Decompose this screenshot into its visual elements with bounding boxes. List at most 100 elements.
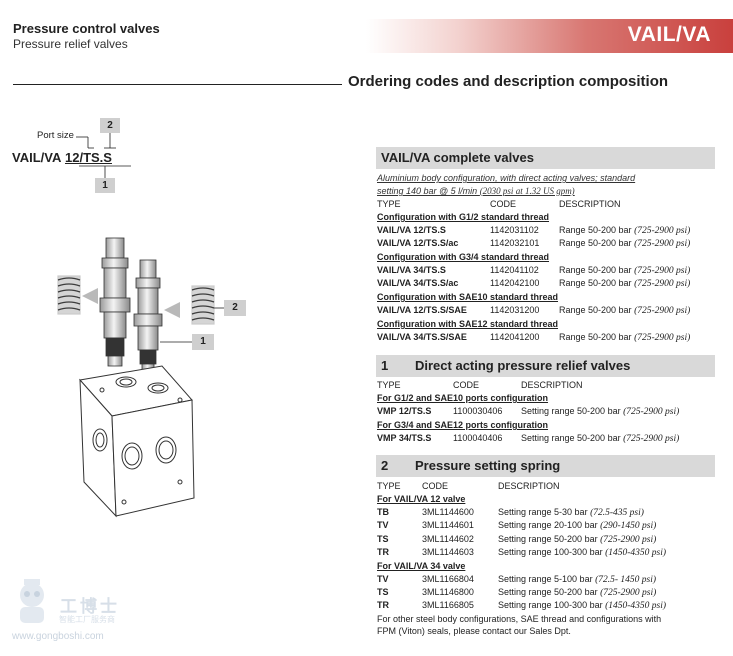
valve-body-block bbox=[79, 365, 195, 518]
row-code: 3ML1166804 bbox=[422, 574, 474, 584]
valve-cartridge-left bbox=[99, 237, 131, 367]
row-desc: Setting range 5-30 bar (72.5-435 psi) bbox=[498, 507, 644, 518]
table-row: VAIL/VA 34/TS.S bbox=[377, 265, 446, 275]
row-code: 1142041102 bbox=[490, 265, 539, 275]
page-category-subtitle: Pressure relief valves bbox=[13, 37, 128, 51]
row-desc: Setting range 50-200 bar (725-2900 psi) bbox=[498, 587, 657, 598]
group-heading: For VAIL/VA 12 valve bbox=[377, 494, 466, 504]
row-code: 1142032101 bbox=[490, 238, 540, 248]
spring-section-number: 2 bbox=[381, 458, 389, 473]
code-box-1: 1 bbox=[95, 178, 115, 193]
direct-col-code: CODE bbox=[453, 380, 480, 390]
note-setting: setting 140 bar @ 5 l/min bbox=[377, 186, 480, 196]
section-title: Ordering codes and description compositi… bbox=[348, 73, 669, 90]
row-code: 3ML1144601 bbox=[422, 520, 474, 530]
complete-col-code: CODE bbox=[490, 199, 517, 209]
row-type: TV bbox=[377, 574, 389, 584]
watermark-tagline: 智能工厂服务商 bbox=[59, 615, 115, 624]
spring-header: 2 Pressure setting spring bbox=[376, 455, 715, 477]
product-name: VAIL/VA bbox=[627, 23, 711, 46]
arrow-left-spring bbox=[82, 288, 98, 304]
ordering-code-example: VAIL/VA 12/TS.S bbox=[12, 150, 112, 165]
group-heading: For G3/4 and SAE12 ports configuration bbox=[377, 420, 549, 430]
row-desc: Range 50-200 bar (725-2900 psi) bbox=[559, 238, 691, 249]
row-type: TR bbox=[377, 600, 389, 610]
page-category-title: Pressure control valves bbox=[13, 21, 160, 36]
row-code: 3ML1144600 bbox=[422, 507, 474, 517]
direct-col-type: TYPE bbox=[377, 380, 401, 390]
group-heading: Configuration with G1/2 standard thread bbox=[377, 212, 550, 222]
row-type: TS bbox=[377, 534, 389, 544]
product-banner bbox=[366, 19, 733, 53]
row-desc: Setting range 100-300 bar (1450-4350 psi… bbox=[498, 600, 667, 611]
note-setting-us: (2030 psi at 1.32 US gpm) bbox=[479, 186, 575, 196]
row-type: VAIL/VA 12/TS.S bbox=[377, 225, 446, 235]
row-code: 3ML1166805 bbox=[422, 600, 474, 610]
contact-note-line2: FPM (Viton) seals, please contact our Sa… bbox=[377, 625, 571, 636]
code-setting: /TS.S bbox=[79, 150, 112, 165]
row-type: TS bbox=[377, 587, 389, 597]
watermark-brand: 工博士 bbox=[60, 597, 120, 617]
complete-valves-header: VAIL/VA complete valves bbox=[376, 147, 715, 169]
table-row: VAIL/VA 12/TS.S/SAE bbox=[377, 305, 467, 315]
row-type: VAIL/VA 12/TS.S/ac bbox=[377, 238, 459, 248]
spring-col-code: CODE bbox=[422, 481, 449, 491]
row-desc: Range 50-200 bar (725-2900 psi) bbox=[559, 265, 691, 276]
group-heading: For G1/2 and SAE10 ports configuration bbox=[377, 393, 549, 403]
group-heading: Configuration with G3/4 standard thread bbox=[377, 252, 550, 262]
spring-col-type: TYPE bbox=[377, 481, 401, 491]
row-desc: Range 50-200 bar (725-2900 psi) bbox=[559, 332, 691, 343]
direct-valves-header: 1 Direct acting pressure relief valves bbox=[376, 355, 715, 377]
row-desc: Setting range 100-300 bar (1450-4350 psi… bbox=[498, 547, 667, 558]
direct-section-title: Direct acting pressure relief valves bbox=[415, 358, 631, 373]
valve-exploded-illustration bbox=[57, 237, 224, 518]
table-row: TR bbox=[377, 600, 389, 610]
table-row: TV bbox=[377, 520, 389, 530]
row-desc: Setting range 20-100 bar (290-1450 psi) bbox=[498, 520, 657, 531]
row-code: 1142041200 bbox=[490, 332, 540, 342]
row-type: VMP 34/TS.S bbox=[377, 433, 432, 443]
watermark-url: www.gongboshi.com bbox=[12, 631, 104, 642]
row-type: VAIL/VA 34/TS.S/ac bbox=[377, 278, 459, 288]
port-size-label: Port size bbox=[37, 130, 74, 141]
complete-note-line1: Aluminium body configuration, with direc… bbox=[377, 173, 636, 183]
row-type: VAIL/VA 34/TS.S bbox=[377, 265, 446, 275]
table-row: VMP 34/TS.S bbox=[377, 433, 431, 443]
code-model: VAIL/VA bbox=[12, 150, 62, 165]
valve-callout: 1 bbox=[192, 334, 214, 350]
contact-note: For other steel body configurations, SAE… bbox=[377, 614, 722, 637]
row-type: VMP 12/TS.S bbox=[377, 406, 432, 416]
valve-cartridge-right bbox=[133, 259, 163, 375]
section-rule bbox=[13, 84, 342, 85]
table-row: VAIL/VA 34/TS.S/ac bbox=[377, 278, 458, 288]
group-heading: Configuration with SAE10 standard thread bbox=[377, 292, 559, 302]
row-desc: Range 50-200 bar (725-2900 psi) bbox=[559, 305, 691, 316]
table-row: TS bbox=[377, 587, 389, 597]
row-code: 1100030406 bbox=[453, 406, 503, 416]
table-row: VMP 12/TS.S bbox=[377, 406, 431, 416]
row-desc: Setting range 50-200 bar (725-2900 psi) bbox=[521, 433, 680, 444]
code-leader-lines bbox=[76, 133, 131, 178]
spring-right bbox=[191, 285, 215, 325]
row-desc: Setting range 5-100 bar (72.5- 1450 psi) bbox=[498, 574, 657, 585]
complete-valves-title: VAIL/VA complete valves bbox=[381, 150, 534, 165]
spring-section-title: Pressure setting spring bbox=[415, 458, 561, 473]
row-type: VAIL/VA 34/TS.S/SAE bbox=[377, 332, 467, 342]
code-box-2: 2 bbox=[100, 118, 120, 133]
table-row: VAIL/VA 34/TS.S/SAE bbox=[377, 332, 467, 342]
spring-callout: 2 bbox=[224, 300, 246, 316]
group-heading: For VAIL/VA 34 valve bbox=[377, 561, 466, 571]
row-type: TB bbox=[377, 507, 389, 517]
row-type: TV bbox=[377, 520, 389, 530]
table-row: TV bbox=[377, 574, 389, 584]
group-heading: Configuration with SAE12 standard thread bbox=[377, 319, 559, 329]
row-code: 3ML1146800 bbox=[422, 587, 474, 597]
complete-note-line2: setting 140 bar @ 5 l/min (2030 psi at 1… bbox=[377, 185, 575, 198]
row-desc: Setting range 50-200 bar (725-2900 psi) bbox=[498, 534, 657, 545]
row-desc: Range 50-200 bar (725-2900 psi) bbox=[559, 225, 691, 236]
row-code: 1142031200 bbox=[490, 305, 540, 315]
direct-section-number: 1 bbox=[381, 358, 389, 373]
direct-col-desc: DESCRIPTION bbox=[521, 380, 583, 390]
table-row: TR bbox=[377, 547, 389, 557]
row-type: TR bbox=[377, 547, 389, 557]
